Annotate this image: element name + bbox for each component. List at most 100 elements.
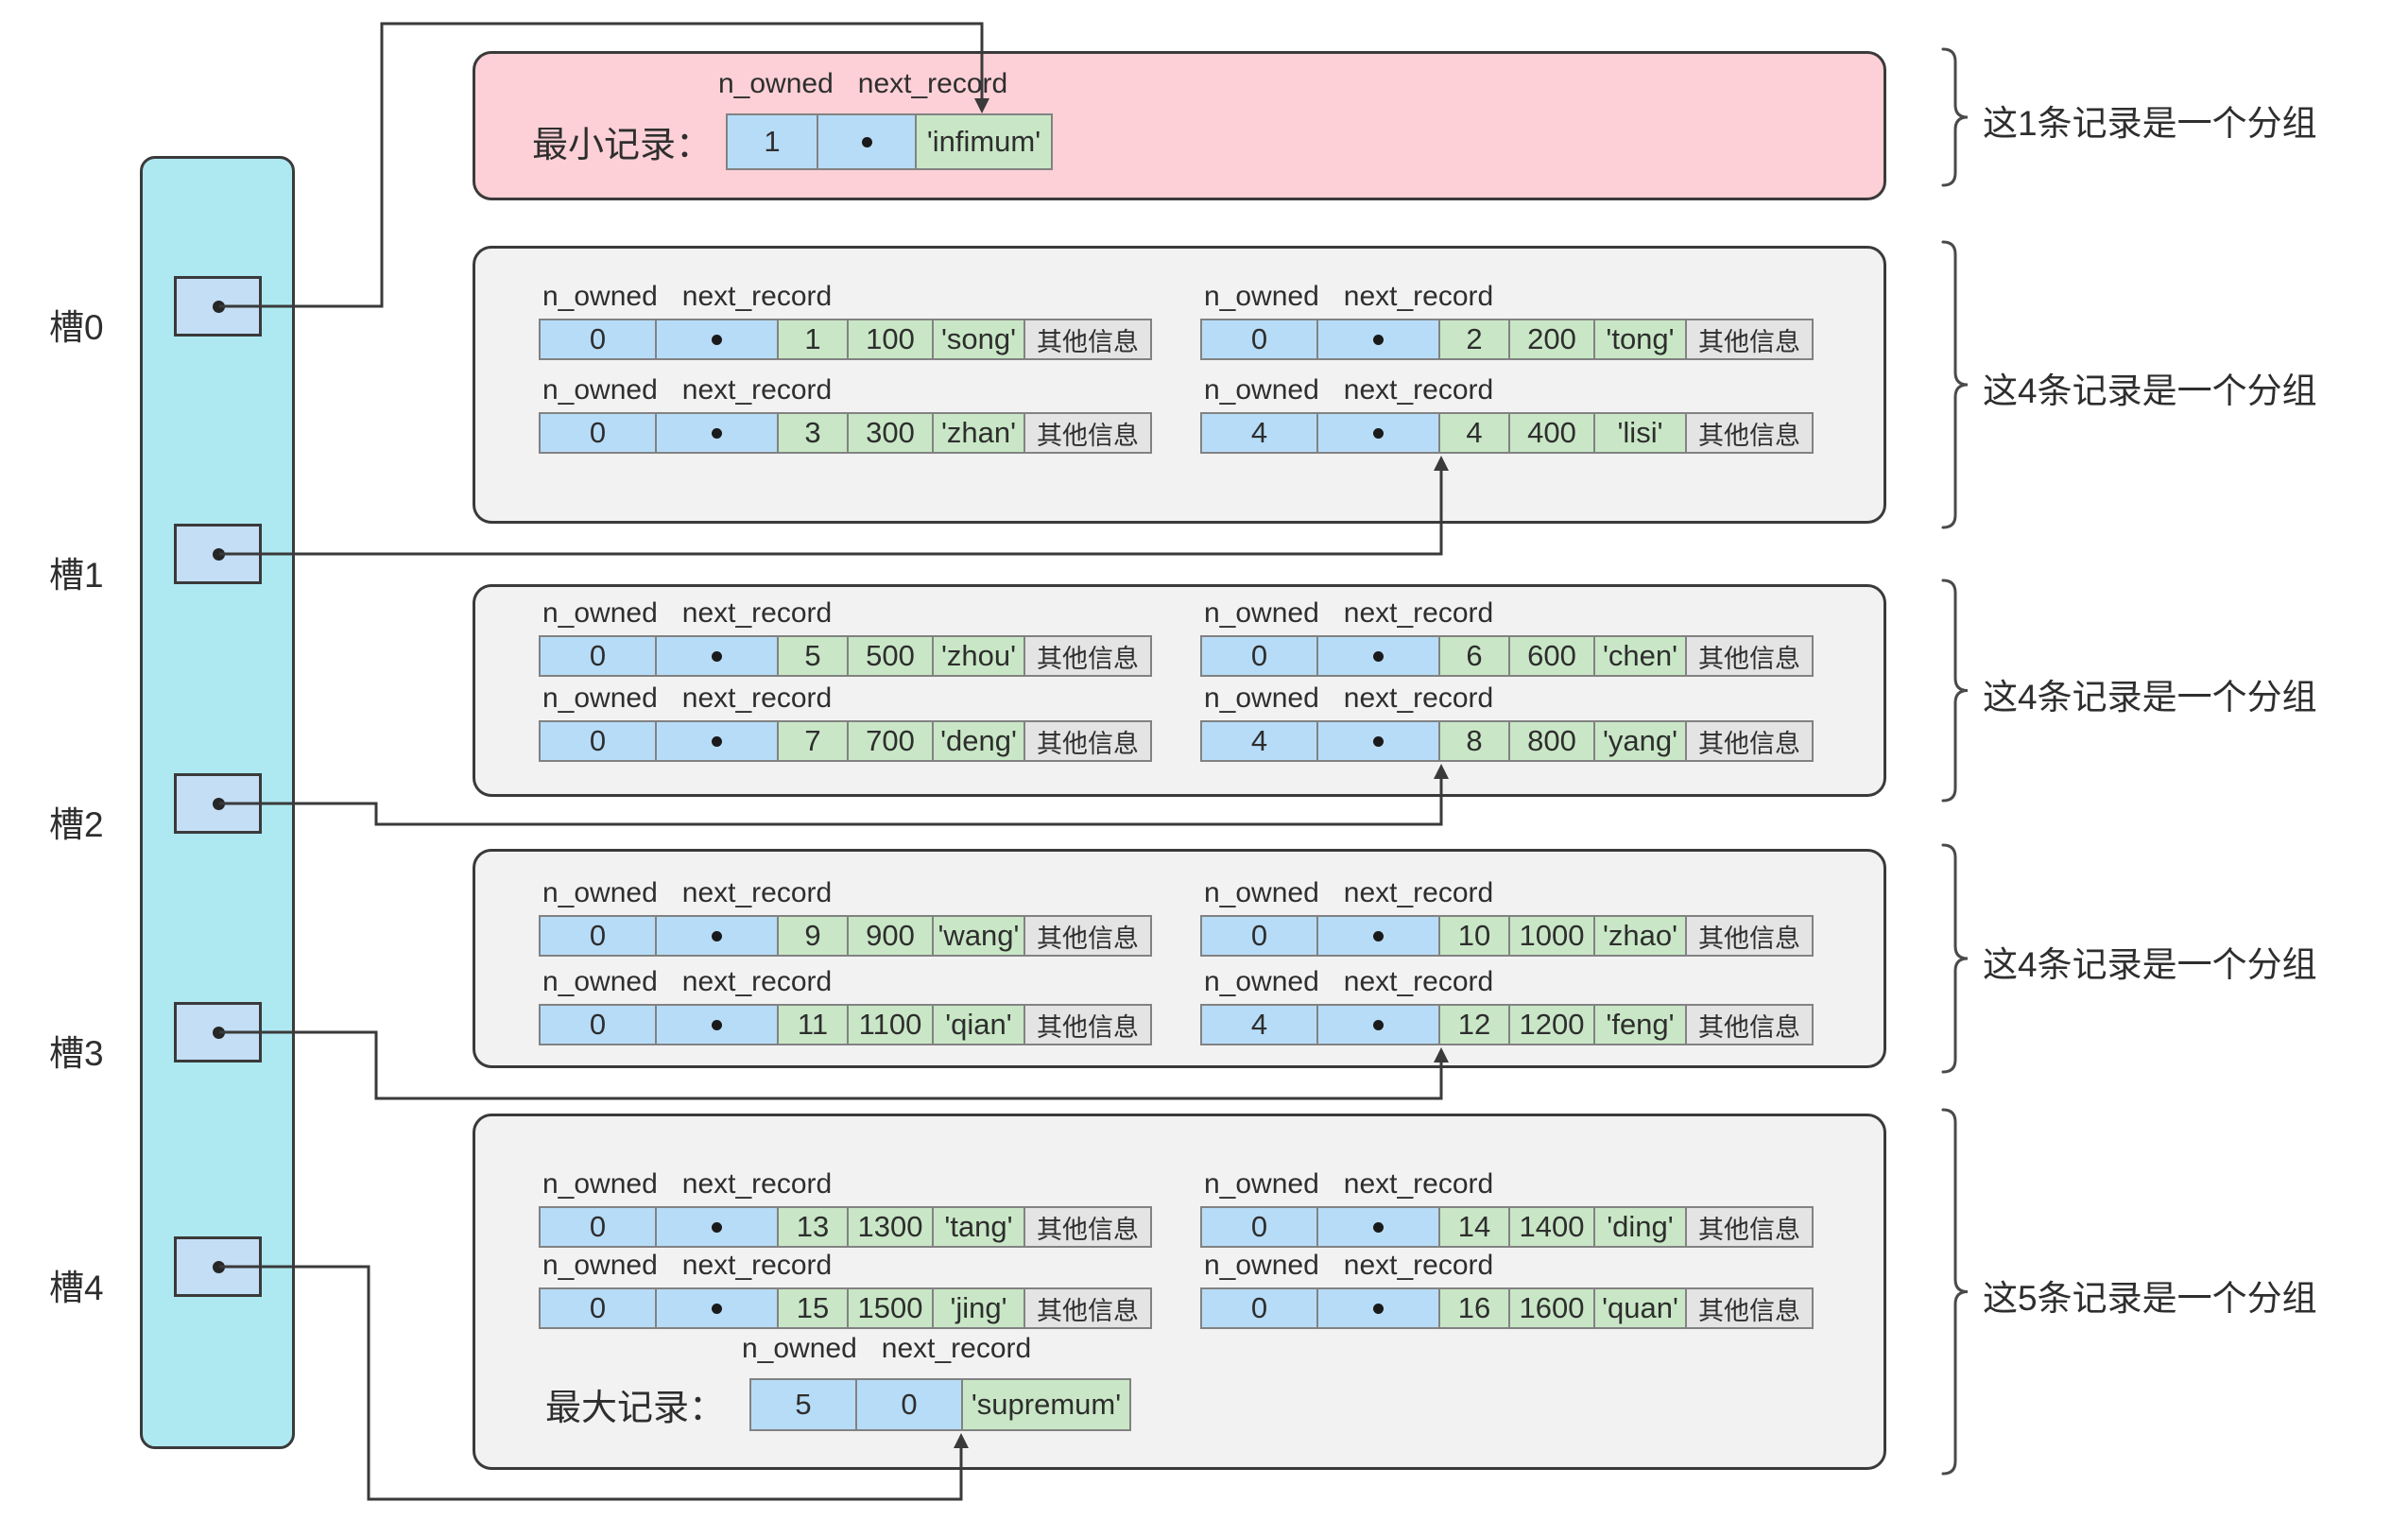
record-header-n-owned: n_owned bbox=[1204, 682, 1319, 714]
record-cell-other: 其他信息 bbox=[1687, 1289, 1812, 1327]
record-cell-name: 'ding' bbox=[1595, 1208, 1687, 1246]
record-cell-id: 14 bbox=[1440, 1208, 1510, 1246]
record-cell-next-record bbox=[818, 115, 917, 168]
record-cell-name: 'feng' bbox=[1595, 1006, 1687, 1044]
slot-label-0: 槽0 bbox=[49, 308, 104, 347]
record-cell-name: 'quan' bbox=[1595, 1289, 1687, 1327]
record-header-n-owned: n_owned bbox=[718, 68, 834, 99]
record-cell-name: 'jing' bbox=[934, 1289, 1025, 1327]
slot-pointer-dot-icon bbox=[212, 1027, 225, 1039]
record-cell-n-owned: 0 bbox=[541, 1006, 657, 1044]
group-brace-0 bbox=[1941, 47, 1969, 187]
record-cell-n-owned: 4 bbox=[1202, 1006, 1318, 1044]
record-cell-name: 'song' bbox=[934, 320, 1025, 358]
record-cell-name: 'zhou' bbox=[934, 637, 1025, 675]
min-record-label: 最小记录： bbox=[532, 126, 713, 165]
record-header-next-record: next_record bbox=[681, 597, 833, 629]
record-cell-name: 'supremum' bbox=[963, 1380, 1129, 1429]
record-header-n-owned: n_owned bbox=[742, 1333, 857, 1364]
record-cell-n-owned: 0 bbox=[1202, 637, 1318, 675]
record-cell-n-owned: 0 bbox=[541, 320, 657, 358]
record-cell-next-record bbox=[1318, 1208, 1440, 1246]
record-header-next-record: next_record bbox=[681, 374, 833, 406]
slot-pointer-dot-icon bbox=[212, 301, 225, 313]
record-header-next-record: next_record bbox=[1343, 682, 1494, 714]
record-cell-other: 其他信息 bbox=[1687, 1006, 1812, 1044]
record-header-next-record: next_record bbox=[681, 1168, 833, 1200]
record-cell-id: 12 bbox=[1440, 1006, 1510, 1044]
pointer-dot-icon bbox=[1373, 735, 1384, 747]
min-record: 1'infimum' bbox=[726, 113, 1053, 170]
record-cell-name: 'chen' bbox=[1595, 637, 1687, 675]
record-cell-other: 其他信息 bbox=[1025, 1289, 1150, 1327]
record-header-next-record: next_record bbox=[1343, 374, 1494, 406]
record-cell-next-record bbox=[657, 320, 779, 358]
record-cell-key: 600 bbox=[1510, 637, 1595, 675]
record-cell-key: 500 bbox=[849, 637, 934, 675]
record-cell-next-record bbox=[1318, 1289, 1440, 1327]
record-header-next-record: next_record bbox=[881, 1333, 1032, 1364]
max-record-header-wrap: n_owned next_record bbox=[738, 1331, 1031, 1371]
record-header-n-owned: n_owned bbox=[1204, 281, 1319, 312]
record-header-n-owned: n_owned bbox=[1204, 877, 1319, 908]
record-cell-name: 'zhan' bbox=[934, 414, 1025, 452]
record-cell-name: 'tong' bbox=[1595, 320, 1687, 358]
record-header-next-record: next_record bbox=[681, 281, 833, 312]
group-brace-2 bbox=[1941, 579, 1969, 803]
record-header-n-owned: n_owned bbox=[542, 966, 658, 997]
record-header: n_owned next_record bbox=[1200, 372, 1814, 406]
record-cell-id: 10 bbox=[1440, 917, 1510, 955]
record-cell-other: 其他信息 bbox=[1025, 917, 1150, 955]
slot-label-3: 槽3 bbox=[49, 1034, 104, 1073]
record-header-next-record: next_record bbox=[1343, 597, 1494, 629]
record-header: n_owned next_record bbox=[738, 1331, 1031, 1365]
pointer-dot-icon bbox=[1373, 427, 1384, 439]
pointer-dot-icon bbox=[712, 427, 722, 439]
slot-box-2 bbox=[174, 773, 262, 834]
record-cell-id: 6 bbox=[1440, 637, 1510, 675]
record-header-n-owned: n_owned bbox=[542, 682, 658, 714]
record-cell-key: 1000 bbox=[1510, 917, 1595, 955]
record-header-next-record: next_record bbox=[681, 966, 833, 997]
record-header-next-record: next_record bbox=[681, 1250, 833, 1281]
record-cell-id: 15 bbox=[779, 1289, 849, 1327]
record-cell-key: 300 bbox=[849, 414, 934, 452]
slot-box-3 bbox=[174, 1002, 262, 1062]
record-cell-next-record bbox=[657, 722, 779, 760]
record-cell-next-record bbox=[657, 1208, 779, 1246]
record-header-n-owned: n_owned bbox=[542, 1168, 658, 1200]
record-header-next-record: next_record bbox=[1343, 877, 1494, 908]
record-header: n_owned next_record bbox=[539, 1166, 1152, 1200]
pointer-dot-icon bbox=[1373, 334, 1384, 345]
record-cell-key: 1100 bbox=[849, 1006, 934, 1044]
record-cell-n-owned: 5 bbox=[751, 1380, 857, 1429]
record-header-n-owned: n_owned bbox=[1204, 374, 1319, 406]
record-cell-next-record bbox=[1318, 722, 1440, 760]
record-cell-key: 1300 bbox=[849, 1208, 934, 1246]
